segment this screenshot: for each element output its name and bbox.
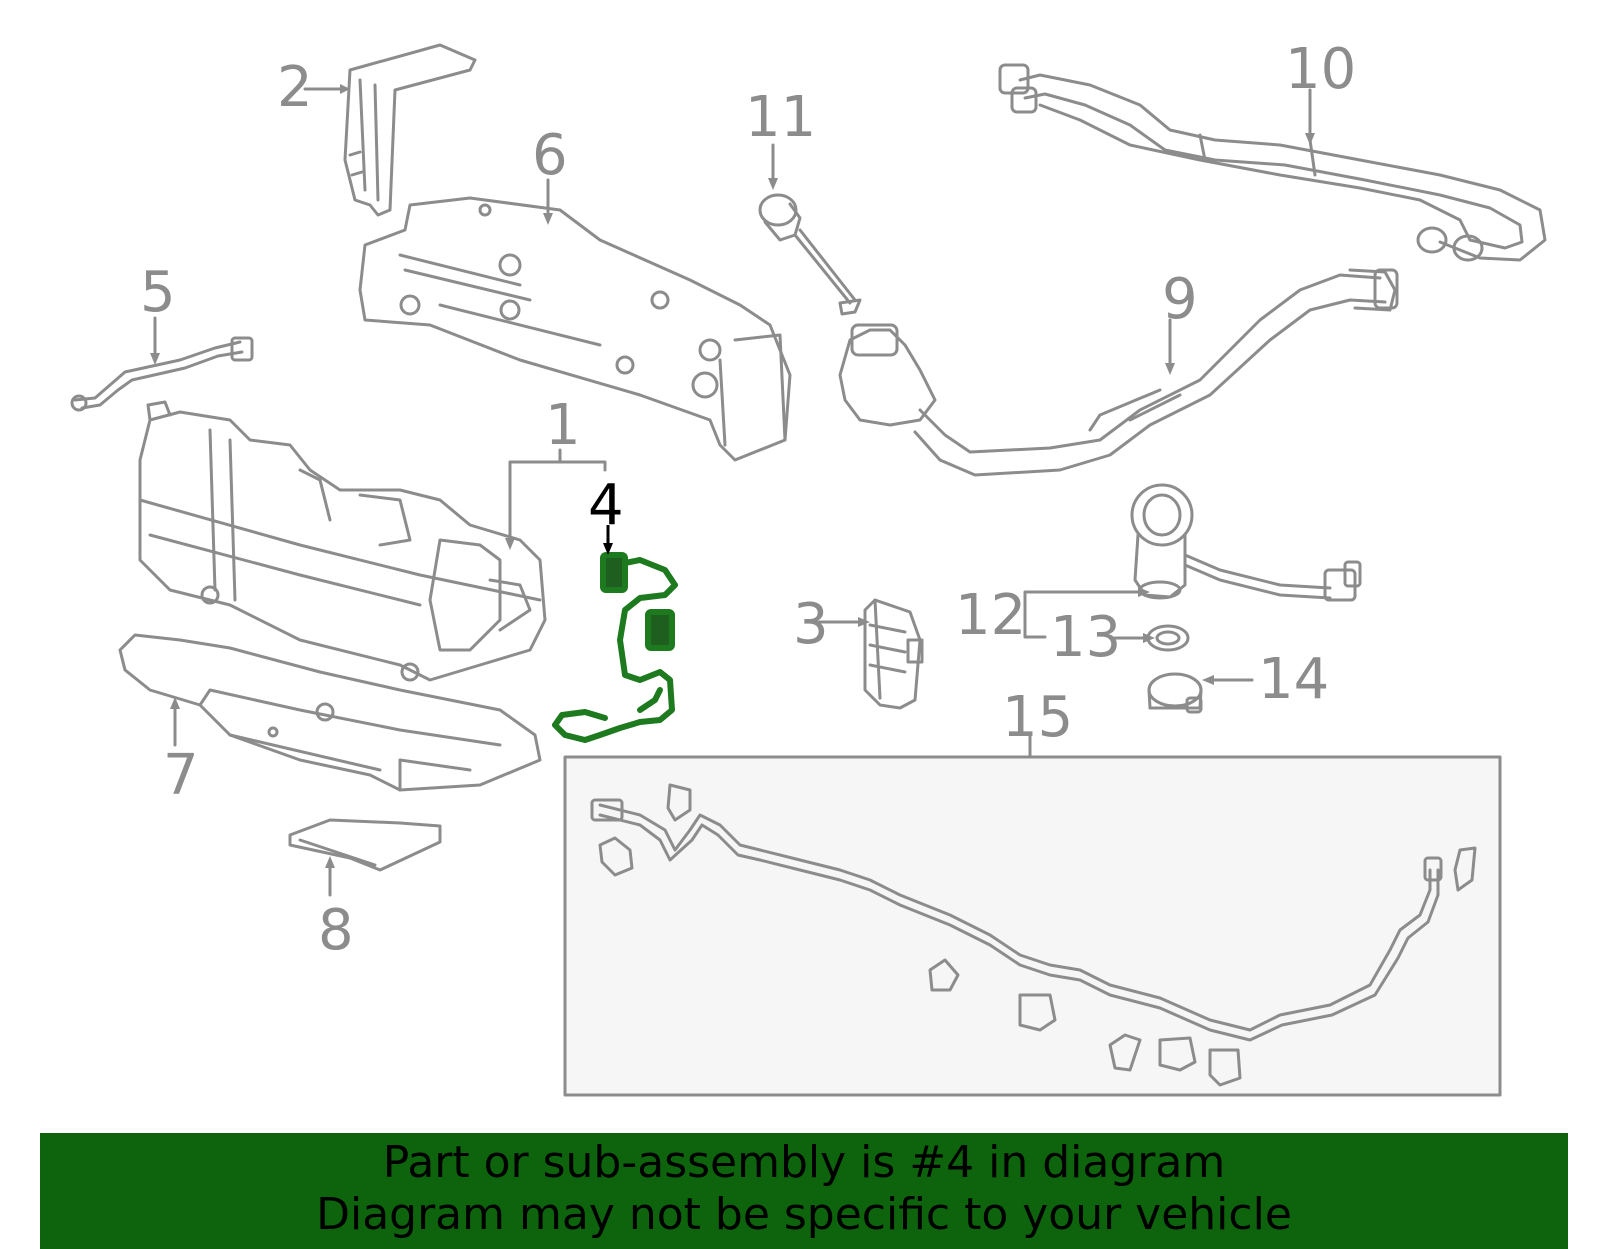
callout-4: 4 xyxy=(588,473,624,538)
part-4-harness-highlighted[interactable] xyxy=(552,552,678,743)
callout-14: 14 xyxy=(1258,647,1330,712)
part-8-plate[interactable] xyxy=(288,818,442,872)
part-6-shield[interactable] xyxy=(358,196,792,462)
callout-9: 9 xyxy=(1162,267,1198,332)
info-banner: Part or sub-assembly is #4 in diagram Di… xyxy=(40,1133,1568,1249)
part-15-inset[interactable] xyxy=(563,755,1502,1097)
callout-10: 10 xyxy=(1285,37,1357,102)
callout-8: 8 xyxy=(318,898,354,963)
callout-5: 5 xyxy=(140,260,176,325)
callout-2: 2 xyxy=(277,55,313,120)
part-11-cap[interactable] xyxy=(758,193,862,316)
callout-7: 7 xyxy=(163,743,199,808)
part-7-tray[interactable] xyxy=(118,633,542,792)
part-5-hose[interactable] xyxy=(70,336,254,412)
callout-12: 12 xyxy=(955,583,1027,648)
part-9-fillpipe[interactable] xyxy=(838,268,1399,477)
callout-13: 13 xyxy=(1050,605,1122,670)
parts-diagram xyxy=(70,43,1547,1097)
part-14-clamp[interactable] xyxy=(1147,672,1203,714)
part-3-module[interactable] xyxy=(863,598,924,710)
part-1-canister[interactable] xyxy=(138,400,547,682)
callout-6: 6 xyxy=(532,123,568,188)
part-2-bracket[interactable] xyxy=(343,43,477,217)
part-10-hoses[interactable] xyxy=(998,63,1547,262)
callout-11: 11 xyxy=(745,85,817,150)
banner-line-1: Part or sub-assembly is #4 in diagram xyxy=(382,1137,1226,1188)
banner-line-2: Diagram may not be specific to your vehi… xyxy=(316,1189,1292,1240)
part-4-leader xyxy=(603,525,613,555)
callout-1: 1 xyxy=(545,393,581,458)
callout-leaders xyxy=(153,87,1312,897)
callout-arrowheads xyxy=(150,84,1315,868)
callout-15: 15 xyxy=(1002,685,1074,750)
part-12-valve[interactable] xyxy=(1130,483,1362,602)
callout-3: 3 xyxy=(793,592,829,657)
